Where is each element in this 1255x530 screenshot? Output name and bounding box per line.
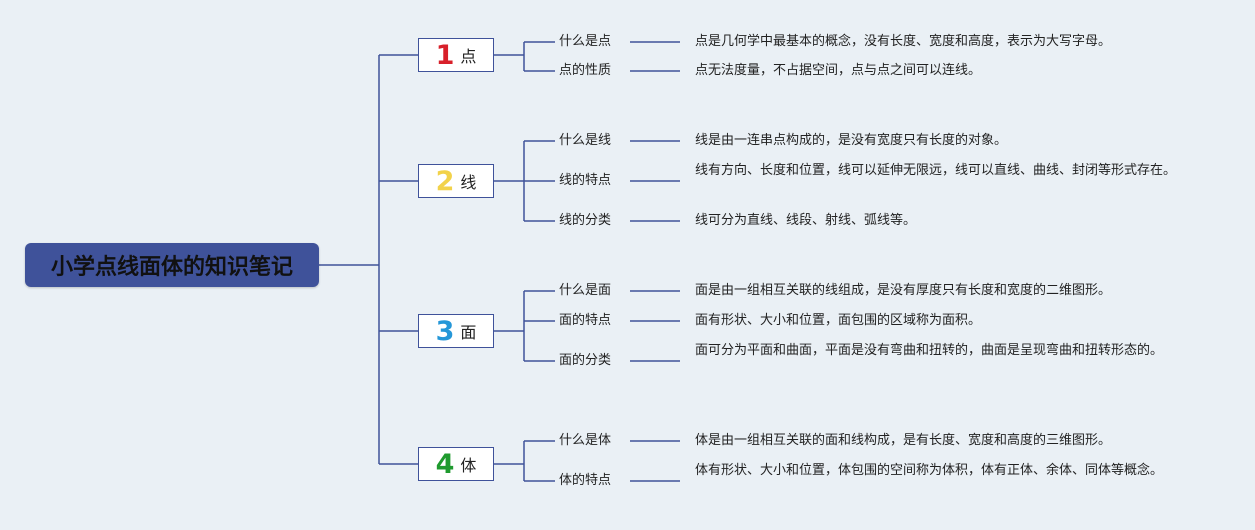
subtopic-title[interactable]: 线的分类 [559,213,612,228]
branch-number: 3 [435,315,455,347]
branch-solid[interactable]: 4 体 [418,447,494,481]
subtopic-title[interactable]: 什么是点 [559,34,612,49]
branch-label: 体 [460,456,477,475]
branch-label: 点 [460,47,477,66]
branch-plane[interactable]: 3 面 [418,314,494,348]
subtopic-title[interactable]: 体的特点 [559,473,612,488]
root-topic[interactable]: 小学点线面体的知识笔记 [25,243,319,287]
subtopic-title[interactable]: 点的性质 [559,63,612,78]
subtopic-title[interactable]: 线的特点 [559,173,612,188]
subtopic-description: 面是由一组相互关联的线组成，是没有厚度只有长度和宽度的二维图形。 [695,283,1112,298]
branch-label: 面 [460,323,477,342]
subtopic-description: 面可分为平面和曲面，平面是没有弯曲和扭转的，曲面是呈现弯曲和扭转形态的。 [695,343,1164,358]
branch-line[interactable]: 2 线 [418,164,494,198]
subtopic-description: 面有形状、大小和位置，面包围的区域称为面积。 [695,313,982,328]
subtopic-title[interactable]: 什么是体 [559,433,612,448]
subtopic-description: 线有方向、长度和位置，线可以延伸无限远，线可以直线、曲线、封闭等形式存在。 [695,163,1177,178]
branch-point[interactable]: 1 点 [418,38,494,72]
branch-number: 2 [435,165,455,197]
subtopic-description: 点是几何学中最基本的概念，没有长度、宽度和高度，表示为大写字母。 [695,34,1112,49]
subtopic-title[interactable]: 什么是面 [559,283,612,298]
subtopic-description: 线是由一连串点构成的，是没有宽度只有长度的对象。 [695,133,1008,148]
subtopic-title[interactable]: 面的分类 [559,353,612,368]
subtopic-description: 体有形状、大小和位置，体包围的空间称为体积，体有正体、余体、同体等概念。 [695,463,1164,478]
subtopic-description: 线可分为直线、线段、射线、弧线等。 [695,213,917,228]
branch-number: 4 [435,448,455,480]
subtopic-description: 点无法度量，不占据空间，点与点之间可以连线。 [695,63,982,78]
subtopic-title[interactable]: 面的特点 [559,313,612,328]
branch-number: 1 [435,39,455,71]
branch-label: 线 [460,173,477,192]
subtopic-title[interactable]: 什么是线 [559,133,612,148]
root-title: 小学点线面体的知识笔记 [50,255,293,280]
subtopic-description: 体是由一组相互关联的面和线构成，是有长度、宽度和高度的三维图形。 [695,433,1112,448]
